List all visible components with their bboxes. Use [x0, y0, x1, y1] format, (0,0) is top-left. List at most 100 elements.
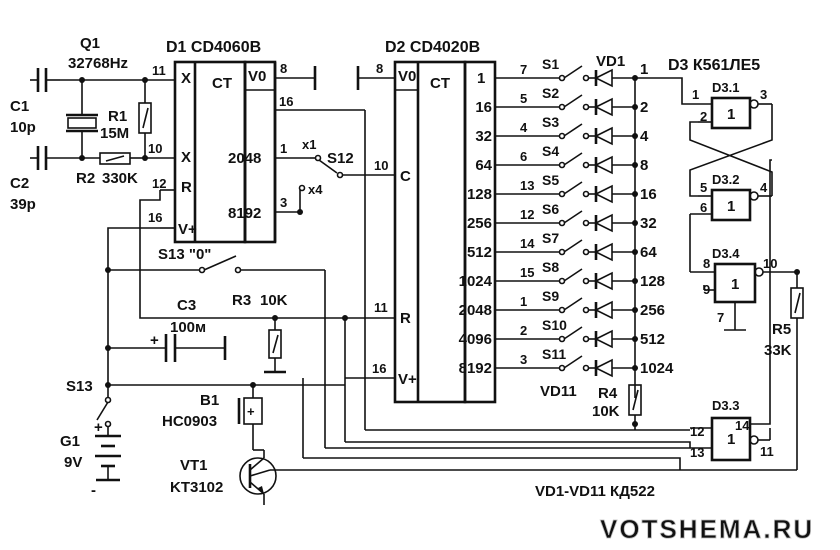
- capacitor-c2: [30, 146, 100, 170]
- d2-output-2048: 2048: [459, 302, 492, 319]
- switch-s3[interactable]: S3: [542, 114, 559, 130]
- g1-value: 9V: [64, 454, 82, 471]
- c2-value: 39p: [10, 196, 36, 213]
- g1-minus: -: [91, 482, 96, 499]
- buzzer-b1: [237, 385, 263, 450]
- d3-2-pin-4: 4: [760, 180, 768, 195]
- b1-value: HC0903: [162, 413, 217, 430]
- switch-s7[interactable]: S7: [542, 230, 559, 246]
- d3-1-pin-1: 1: [692, 87, 699, 102]
- resistor-r2: [99, 152, 145, 165]
- d3-title: D3 К561ЛЕ5: [668, 57, 760, 74]
- resistor-r5: [790, 272, 804, 470]
- r3-value: 10K: [260, 292, 288, 309]
- diode-icon: [594, 358, 613, 378]
- row-512: 2 S10 512: [495, 317, 665, 349]
- c1-value: 10p: [10, 119, 36, 136]
- capacitor-c3: [108, 334, 227, 362]
- d1-title: D1 CD4060B: [166, 39, 261, 56]
- d2-out-pin: 5: [520, 91, 527, 106]
- row-value-128: 128: [640, 273, 665, 290]
- switch-s1[interactable]: S1: [542, 56, 559, 72]
- diode-icon: [594, 271, 613, 291]
- crystal-q1: [60, 79, 145, 158]
- d1-pin-12: 12: [152, 176, 166, 191]
- b1-plus: +: [247, 404, 255, 419]
- d1-out-2048: 2048: [228, 150, 261, 167]
- diode-vd1: VD1: [596, 53, 625, 70]
- row-value-8: 8: [640, 157, 648, 174]
- d2-out-pin: 14: [520, 236, 535, 251]
- diode-icon: [594, 300, 613, 320]
- switch-s11[interactable]: S11: [542, 346, 566, 362]
- c3-plus: +: [150, 332, 159, 349]
- d2-pin-v0: V0: [398, 68, 416, 85]
- d2-out-pin: 6: [520, 149, 527, 164]
- d1-pin-11: 11: [152, 63, 166, 78]
- d2-pin-8: 8: [376, 61, 383, 76]
- watermark: VOTSHEMA.RU: [600, 514, 814, 544]
- switch-s5[interactable]: S5: [542, 172, 559, 188]
- switch-s9[interactable]: S9: [542, 288, 559, 304]
- chip-d2: [393, 60, 497, 404]
- d3-1-pin-2: 2: [700, 109, 707, 124]
- d1-pin-x-out: X: [181, 149, 191, 166]
- d2-out-pin: 15: [520, 265, 534, 280]
- row-value-16: 16: [640, 186, 657, 203]
- r1-value: 15M: [100, 125, 129, 142]
- row-value-256: 256: [640, 302, 665, 319]
- diode-icon: [594, 155, 613, 175]
- switch-s2[interactable]: S2: [542, 85, 559, 101]
- d1-pin-10: 10: [148, 141, 162, 156]
- d1-pin-vplus: V+: [178, 221, 197, 238]
- d2-out-pin: 3: [520, 352, 527, 367]
- d3-2-pin-6: 6: [700, 200, 707, 215]
- d3-2-pin-5: 5: [700, 180, 707, 195]
- d2-pin-c: C: [400, 168, 411, 185]
- switch-s6[interactable]: S6: [542, 201, 559, 217]
- row-value-64: 64: [640, 244, 657, 261]
- d3-3-pin-14: 14: [735, 418, 750, 433]
- switch-s10[interactable]: S10: [542, 317, 567, 333]
- d2-output-1: 1: [477, 70, 485, 87]
- d1-pin-3: 3: [280, 195, 287, 210]
- s13-power-label: S13: [66, 378, 93, 395]
- switch-s4[interactable]: S4: [542, 143, 559, 159]
- d3-1-symbol: 1: [727, 106, 735, 123]
- d3-1-label: D3.1: [712, 80, 739, 95]
- switch-s8[interactable]: S8: [542, 259, 559, 275]
- diode-icon: [594, 242, 613, 262]
- c3-label: C3: [177, 297, 196, 314]
- d2-ct: CT: [430, 75, 450, 92]
- row-8: 6 S4 8: [495, 143, 648, 175]
- d3-3-label: D3.3: [712, 398, 739, 413]
- d1-pin-x-in: X: [181, 70, 191, 87]
- d2-output-128: 128: [467, 186, 492, 203]
- diode-icon: [594, 97, 613, 117]
- row-value-512: 512: [640, 331, 665, 348]
- d3-3-symbol: 1: [727, 431, 735, 448]
- row-value-32: 32: [640, 215, 657, 232]
- g1-label: G1: [60, 433, 80, 450]
- d3-3-pin-11: 11: [760, 444, 774, 459]
- gate-d3-4: [690, 262, 797, 331]
- switch-s13-reset: [108, 255, 325, 274]
- d2-output-8192: 8192: [459, 360, 492, 377]
- d3-3-pin-13: 13: [690, 445, 704, 460]
- d2-output-4096: 4096: [459, 331, 492, 348]
- d2-output-64: 64: [475, 157, 492, 174]
- r5-label: R5: [772, 321, 791, 338]
- d2-out-pin: 2: [520, 323, 527, 338]
- c3-value: 100м: [170, 319, 206, 336]
- r2-label: R2: [76, 170, 95, 187]
- r3-label: R3: [232, 292, 251, 309]
- d1-pin-8: 8: [280, 61, 287, 76]
- s12-x4: x4: [308, 182, 323, 197]
- d2-out-pin: 1: [520, 294, 527, 309]
- diode-icon: [594, 329, 613, 349]
- row-64: 14 S7 64: [495, 230, 657, 262]
- d2-out-pin: 12: [520, 207, 534, 222]
